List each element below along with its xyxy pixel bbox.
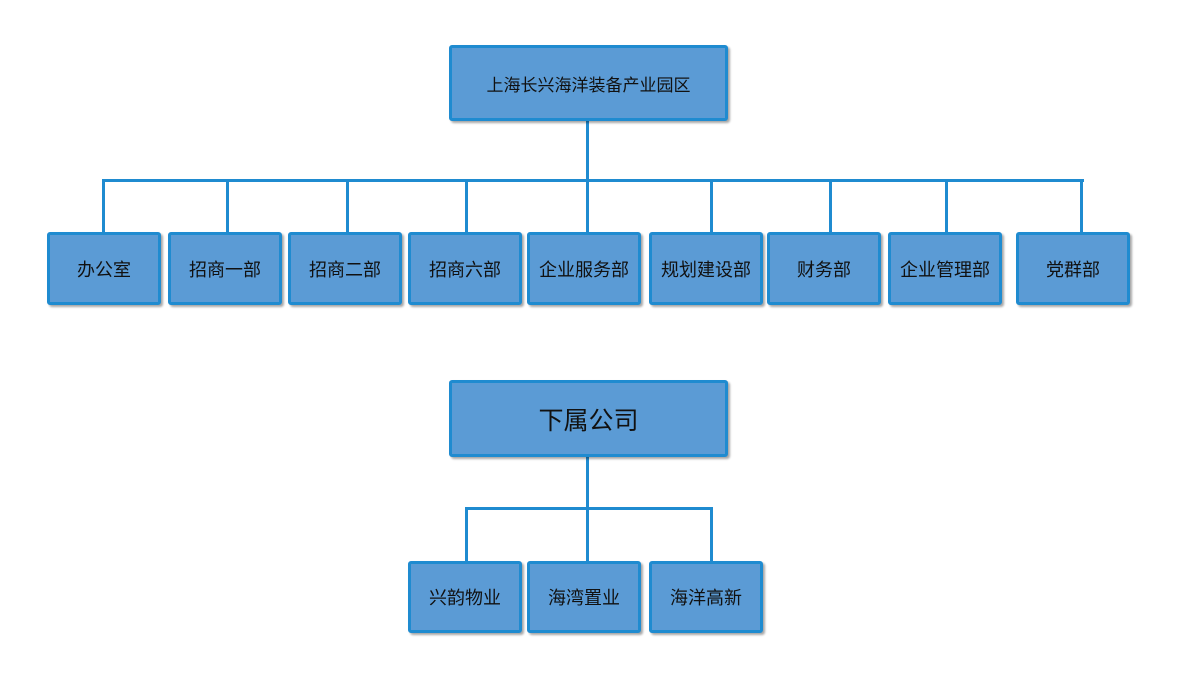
connector-dept-1 [226,179,229,234]
connector-dept-8 [1080,179,1083,234]
connector-root-trunk [586,118,589,181]
connector-company-0 [465,507,468,563]
connector-dept-6 [829,179,832,234]
connector-dept-3 [465,179,468,234]
connector-dept-7 [945,179,948,234]
connector-dept-5 [710,179,713,234]
company-node: 海洋高新 [649,561,763,633]
connector-departments-bus [102,179,1084,182]
department-node: 财务部 [767,232,881,305]
company-node: 兴韵物业 [408,561,522,633]
department-node: 规划建设部 [649,232,763,305]
department-node: 招商六部 [408,232,522,305]
connector-dept-0 [102,179,105,234]
connector-company-2 [710,507,713,563]
connector-dept-4 [586,179,589,234]
connector-companies-trunk [586,456,589,509]
connector-companies-bus [465,507,713,510]
department-node: 企业服务部 [527,232,641,305]
department-node: 招商一部 [168,232,282,305]
company-node: 海湾置业 [527,561,641,633]
department-node: 招商二部 [288,232,402,305]
department-node: 党群部 [1016,232,1130,305]
department-node: 办公室 [47,232,161,305]
connector-company-1 [586,507,589,563]
subsidiaries-root-node: 下属公司 [449,380,728,457]
department-node: 企业管理部 [888,232,1002,305]
connector-dept-2 [346,179,349,234]
org-root-node: 上海长兴海洋装备产业园区 [449,45,728,121]
